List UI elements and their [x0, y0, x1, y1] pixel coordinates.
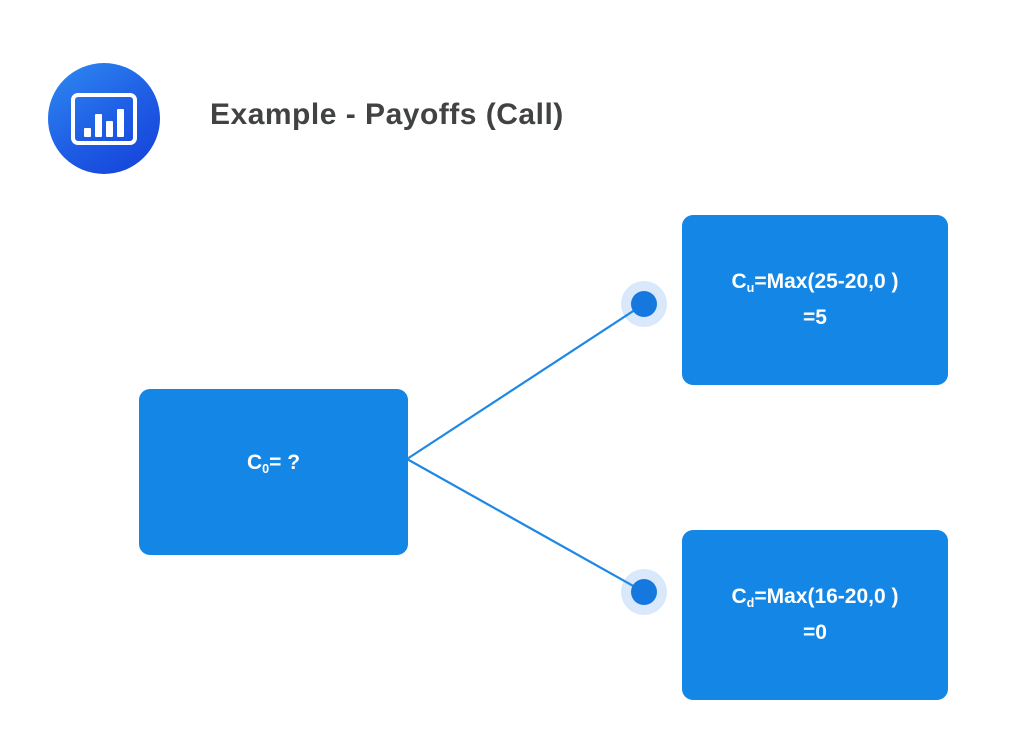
down-branch-dot	[631, 579, 657, 605]
down-branch-line	[406, 458, 645, 593]
node-cd-result: =0	[803, 621, 827, 644]
node-cu-result: =5	[803, 306, 827, 329]
bar-chart-icon-bar	[117, 108, 124, 137]
node-cu-equation: Cu=Max(25-20,0 )	[731, 270, 899, 296]
node-cd-equation: Cd=Max(16-20,0 )	[731, 585, 899, 611]
node-cu: Cu=Max(25-20,0 ) =5	[682, 215, 948, 385]
bar-chart-icon-bar	[95, 113, 102, 137]
bar-chart-icon	[71, 92, 137, 145]
logo-badge	[48, 63, 160, 174]
down-branch-dot-halo	[621, 569, 667, 615]
up-branch-dot-halo	[621, 281, 667, 327]
page-title: Example - Payoffs (Call)	[210, 98, 564, 131]
node-cd: Cd=Max(16-20,0 ) =0	[682, 530, 948, 700]
up-branch-line	[406, 303, 645, 460]
bar-chart-icon-bar	[84, 127, 91, 137]
bar-chart-icon-bar	[106, 120, 113, 137]
node-c0: C0= ?	[139, 389, 408, 555]
node-c0-label: C0= ?	[246, 451, 301, 477]
up-branch-dot	[631, 291, 657, 317]
